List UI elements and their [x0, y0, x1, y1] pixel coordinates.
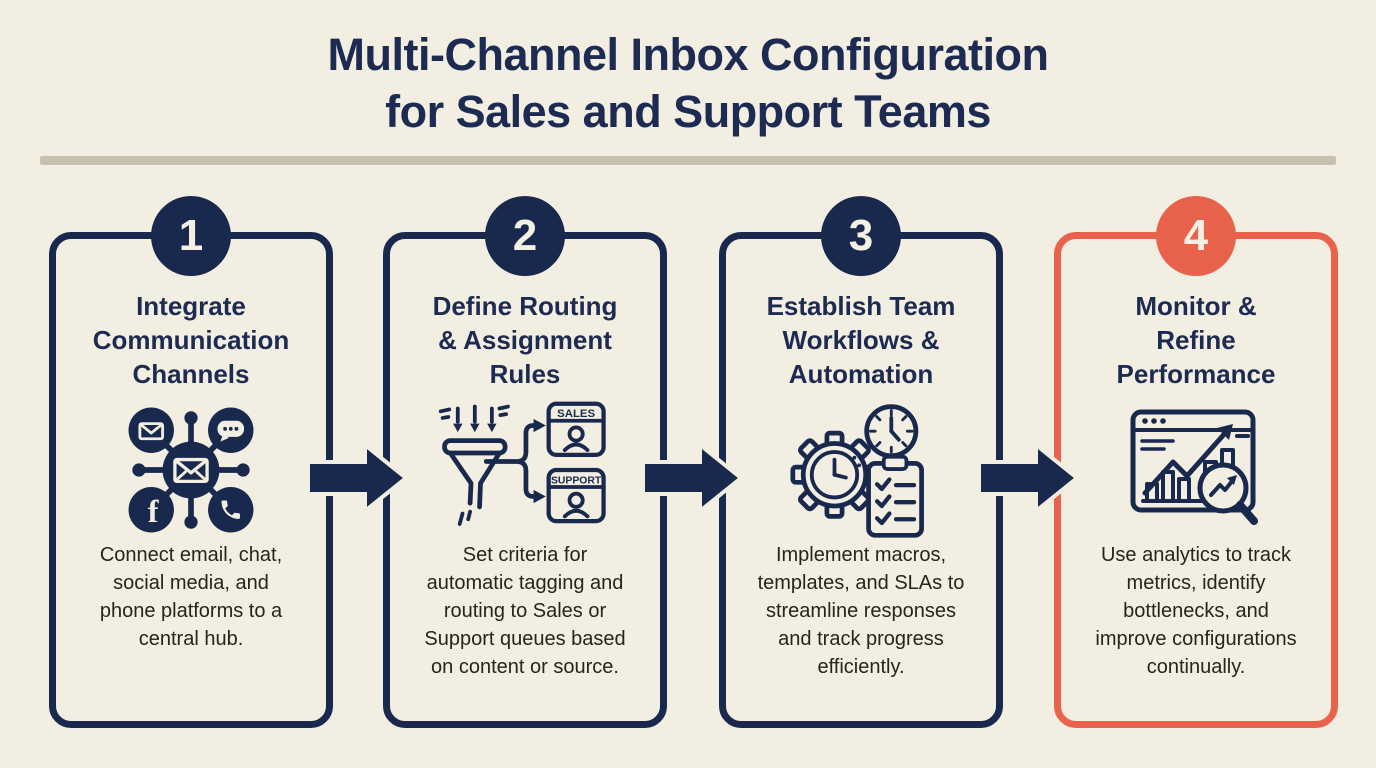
step-number-badge: 1 — [151, 196, 231, 276]
routing-funnel-icon: SALES SUPPORT — [435, 399, 615, 541]
step-description: Connect email, chat, social media, and p… — [99, 544, 283, 650]
analytics-icon — [1121, 399, 1271, 541]
flow-arrow-icon — [306, 440, 410, 516]
step-card-2: 2 Define Routing & Assignment Rules — [383, 196, 667, 728]
step-number-badge: 3 — [821, 196, 901, 276]
divider — [40, 156, 1336, 165]
step-description: Use analytics to track metrics, identify… — [1095, 544, 1297, 678]
step-number-badge: 4 — [1156, 196, 1236, 276]
svg-text:f: f — [148, 493, 160, 529]
step-title: Establish Team Workflows & Automation — [766, 291, 956, 389]
step-title: Integrate Communication Channels — [92, 291, 290, 389]
page-title: Multi-Channel Inbox Configuration for Sa… — [327, 29, 1049, 137]
step-card-1: 1 Integrate Communication Channels — [49, 196, 333, 728]
support-queue-label: SUPPORT — [551, 476, 602, 487]
step-title: Define Routing & Assignment Rules — [432, 291, 618, 389]
flow-arrow-icon — [977, 440, 1081, 516]
step-card-4: 4 Monitor & Refine Performance — [1054, 196, 1338, 728]
step-description: Set criteria for automatic tagging and r… — [424, 544, 626, 678]
workflow-automation-icon — [781, 399, 941, 541]
step-number-badge: 2 — [485, 196, 565, 276]
communication-hub-icon: f — [116, 399, 266, 541]
step-card-3: 3 Establish Team Workflows & Automation — [719, 196, 1003, 728]
flow-arrow-icon — [641, 440, 745, 516]
sales-queue-label: SALES — [557, 408, 595, 420]
step-description: Implement macros, templates, and SLAs to… — [757, 544, 965, 678]
step-title: Monitor & Refine Performance — [1116, 291, 1276, 389]
